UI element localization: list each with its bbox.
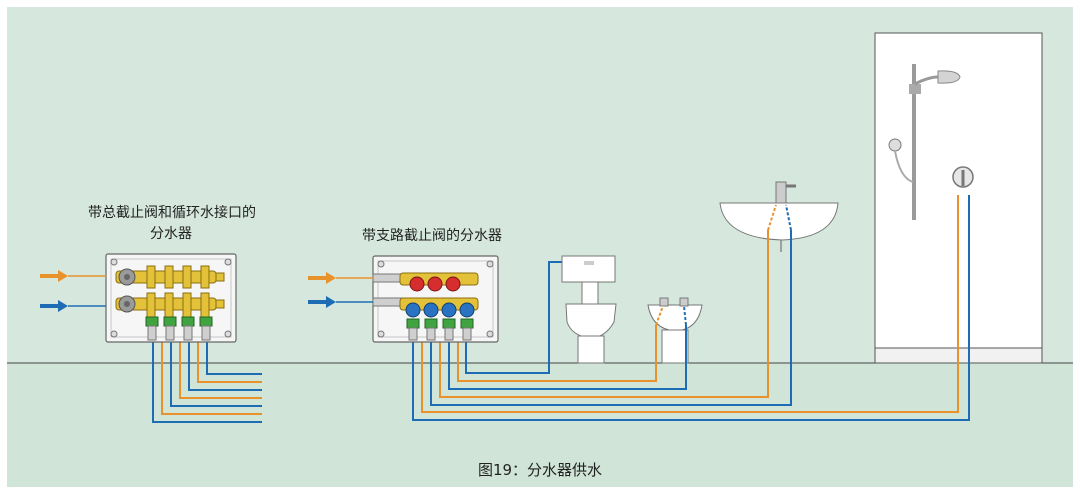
hot-pipe-bidet — [457, 325, 657, 382]
manifold-b-label: 带支路截止阀的分水器 — [362, 228, 502, 244]
cold-pipe-bidet — [448, 325, 687, 390]
figure-caption: 图19：分水器供水 — [477, 461, 603, 479]
inlet-arrows-b — [308, 272, 373, 308]
cold-branch-valve-icon — [423, 302, 439, 318]
hot-branch-valve-icon — [445, 276, 461, 292]
cold-pipe-basin — [430, 230, 792, 406]
bidet-icon — [647, 297, 703, 364]
hot-pipe-basin — [439, 230, 769, 398]
toilet-icon — [561, 255, 617, 364]
shower-hose-outlet-icon — [888, 138, 902, 152]
manifold-a — [105, 253, 237, 343]
floor-area — [7, 363, 1073, 487]
shower-head-icon — [937, 70, 961, 84]
manifold-a-label-line1: 带总截止阀和循环水接口的 — [88, 205, 256, 221]
hot-branch-valve-icon — [427, 276, 443, 292]
cold-pipe-shower — [412, 195, 970, 421]
manifold-a-label-line2: 分水器 — [150, 226, 192, 242]
supply-pipes-b — [412, 195, 970, 421]
hot-pipe-shower — [421, 195, 959, 413]
hot-branch-valve-icon — [409, 276, 425, 292]
inlet-arrows-a — [40, 270, 106, 312]
cold-branch-valve-icon — [441, 302, 457, 318]
cold-branch-valve-icon — [459, 302, 475, 318]
cold-branch-valve-icon — [405, 302, 421, 318]
cold-pipe-toilet — [465, 261, 562, 374]
shower-slider-icon — [909, 84, 921, 94]
manifold-b — [372, 255, 499, 343]
supply-pipes-a — [152, 340, 262, 423]
washbasin-icon — [719, 181, 839, 252]
